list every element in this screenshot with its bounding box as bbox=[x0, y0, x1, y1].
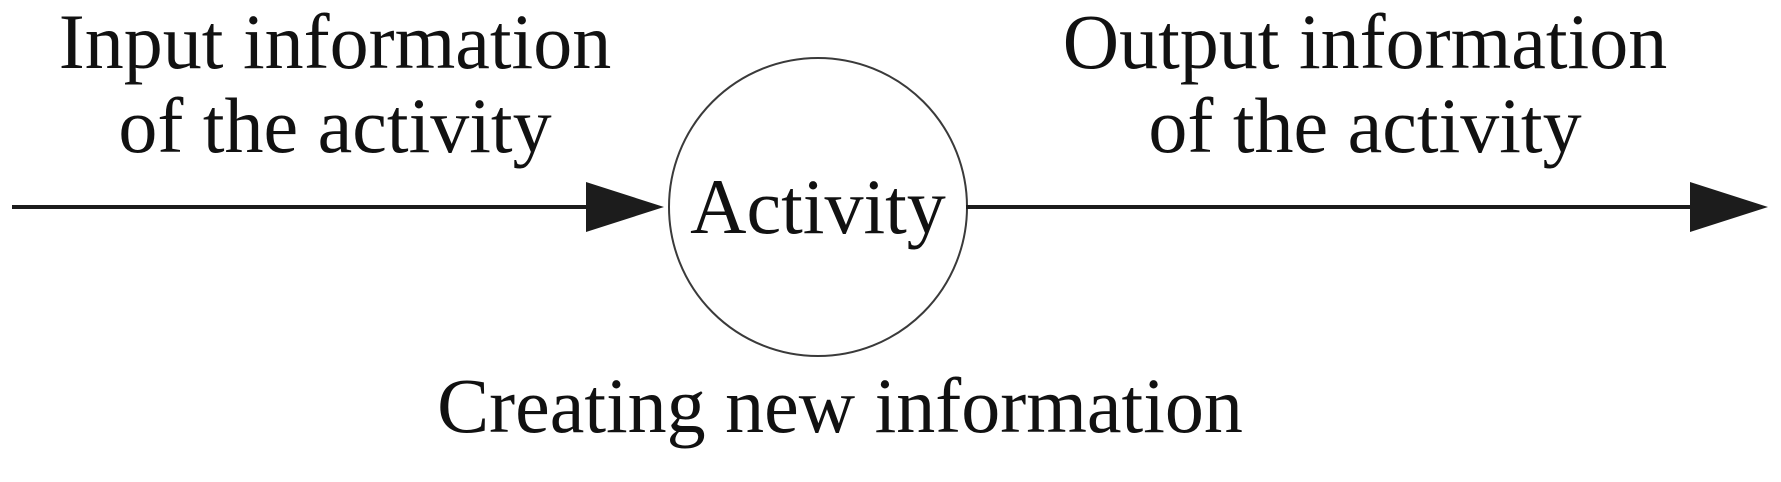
input-label-line1: Input information bbox=[58, 0, 612, 85]
input-label: Input information of the activity bbox=[15, 0, 655, 168]
activity-node: Activity bbox=[668, 57, 968, 357]
output-label-line2: of the activity bbox=[1148, 82, 1582, 169]
activity-node-label: Activity bbox=[690, 163, 946, 250]
output-label: Output information of the activity bbox=[1015, 0, 1715, 168]
output-label-line1: Output information bbox=[1062, 0, 1668, 85]
input-label-line2: of the activity bbox=[118, 82, 552, 169]
output-arrow-head-icon bbox=[1690, 182, 1768, 232]
input-arrow-line bbox=[12, 205, 590, 209]
caption-text: Creating new information bbox=[437, 362, 1243, 449]
input-arrow-head-icon bbox=[586, 182, 664, 232]
output-arrow-line bbox=[966, 205, 1692, 209]
